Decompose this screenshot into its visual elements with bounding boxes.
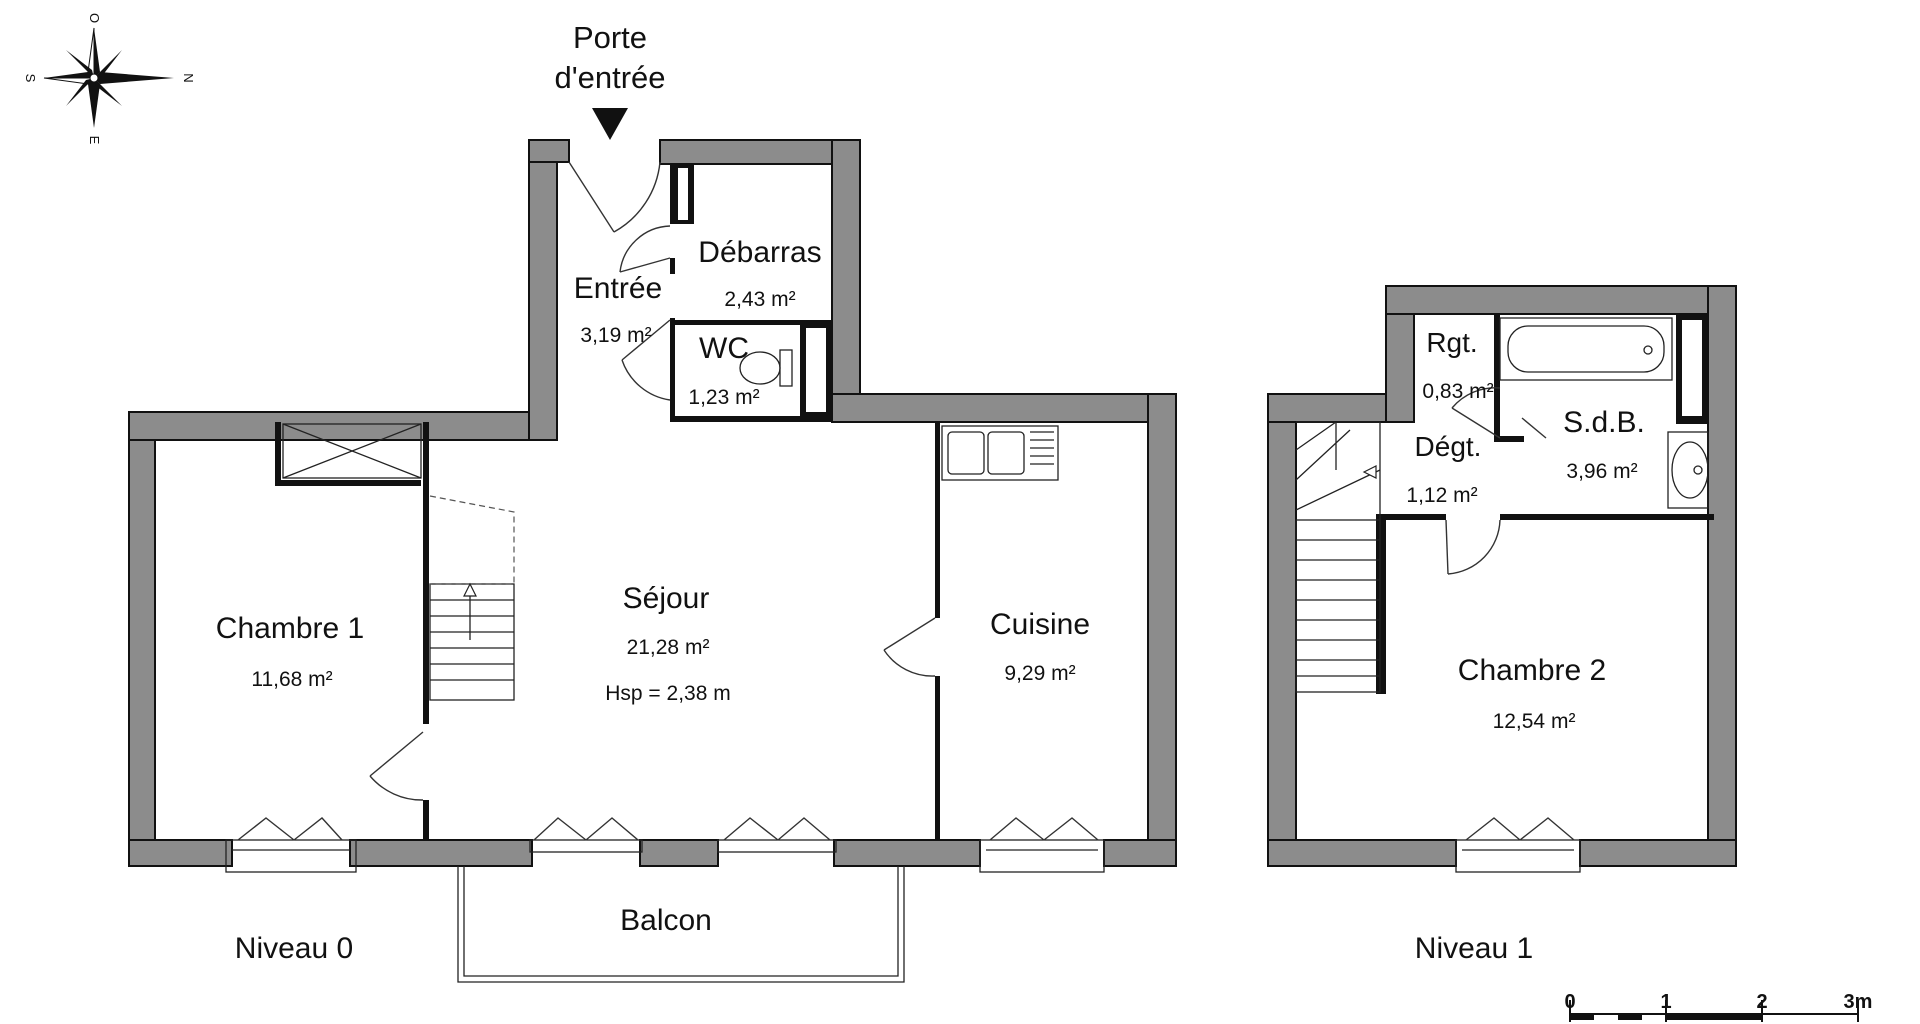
entrance-arrow-icon xyxy=(592,108,628,140)
compass-o-label: O xyxy=(87,13,102,23)
room-name-entree: Entrée xyxy=(574,272,662,305)
compass-rose-icon: O E S N xyxy=(23,13,196,145)
entrance-label-line1: Porte xyxy=(573,20,647,55)
balcony xyxy=(457,866,905,983)
entrance-label-line2: d'entrée xyxy=(554,60,665,95)
compass-s-label: S xyxy=(23,74,38,83)
level-0-partitions xyxy=(275,164,940,840)
level-1-label: Niveau 1 xyxy=(1415,932,1533,965)
room-name-sdb: S.d.B. xyxy=(1563,406,1645,439)
compass-n-label: N xyxy=(181,73,196,82)
wardrobe xyxy=(282,423,422,479)
kitchen-sink xyxy=(941,425,1059,481)
level-1-walls xyxy=(1267,285,1737,867)
scale-tick-1: 1 xyxy=(1660,991,1671,1013)
room-area-wc: 1,23 m² xyxy=(688,386,759,409)
room-name-wc: WC xyxy=(699,332,749,365)
level-0-label: Niveau 0 xyxy=(235,932,353,965)
room-area-sdb: 3,96 m² xyxy=(1566,460,1637,483)
room-area-debarras: 2,43 m² xyxy=(724,288,795,311)
room-name-chambre-1: Chambre 1 xyxy=(216,612,364,645)
ceiling-height-note: Hsp = 2,38 m xyxy=(605,682,730,705)
room-area-chambre-2: 12,54 m² xyxy=(1493,710,1576,733)
room-name-debarras: Débarras xyxy=(698,236,821,269)
doors-level-1 xyxy=(1445,387,1547,575)
room-name-chambre-2: Chambre 2 xyxy=(1458,654,1606,687)
room-area-entree: 3,19 m² xyxy=(580,324,651,347)
scale-tick-0: 0 xyxy=(1564,991,1575,1013)
windows-level-1 xyxy=(1455,817,1581,873)
bathtub xyxy=(1499,317,1673,381)
scale-tick-2: 2 xyxy=(1756,991,1767,1013)
room-area-degt: 1,12 m² xyxy=(1406,484,1477,507)
scale-bar: 0 1 2 3m xyxy=(1564,991,1872,1022)
doors-level-0 xyxy=(369,161,936,801)
scale-tick-3m: 3m xyxy=(1844,991,1873,1013)
toilet xyxy=(739,349,793,387)
room-name-rgt: Rgt. xyxy=(1426,327,1477,358)
room-area-cuisine: 9,29 m² xyxy=(1004,662,1075,685)
stairs-level-0 xyxy=(429,495,515,701)
room-name-degt: Dégt. xyxy=(1415,431,1482,462)
room-area-chambre-1: 11,68 m² xyxy=(251,668,332,691)
washbasin xyxy=(1667,431,1709,509)
stairs-level-1 xyxy=(1295,421,1381,693)
room-area-sejour: 21,28 m² xyxy=(627,636,710,659)
level-1-partitions xyxy=(1376,314,1714,694)
level-0-walls xyxy=(128,139,1177,867)
room-name-cuisine: Cuisine xyxy=(990,608,1090,641)
room-area-rgt: 0,83 m² xyxy=(1422,380,1493,403)
windows-level-0 xyxy=(225,817,1105,873)
room-name-sejour: Séjour xyxy=(623,582,710,615)
compass-e-label: E xyxy=(87,136,102,145)
outdoor-balcon: Balcon xyxy=(620,904,712,937)
